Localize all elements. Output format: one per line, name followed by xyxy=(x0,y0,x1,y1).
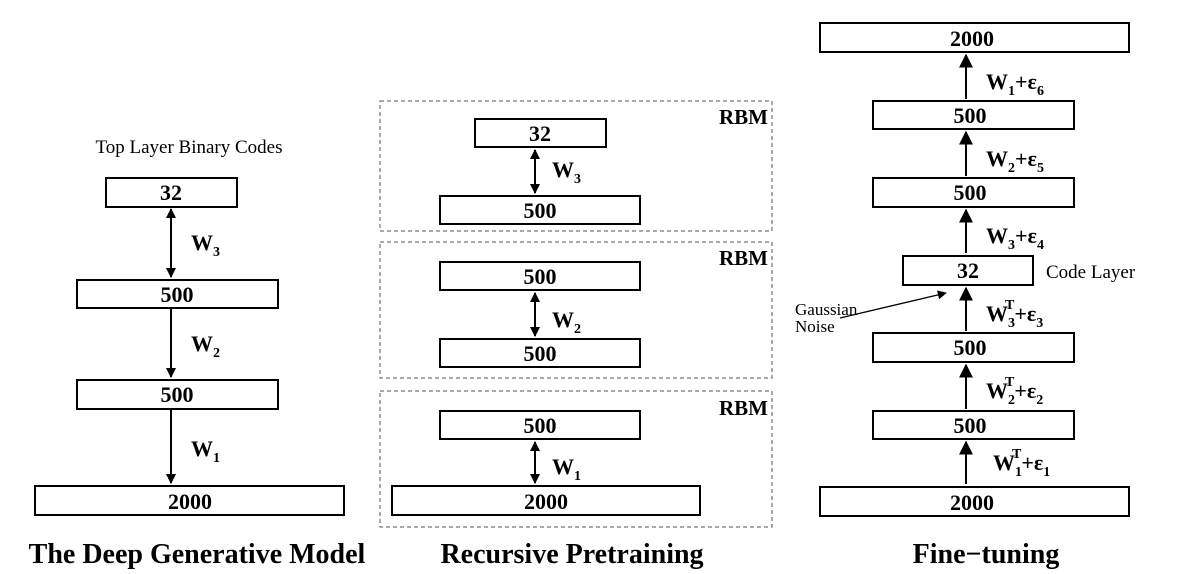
rbm-top: RBM 32 W3 500 xyxy=(379,100,773,232)
gaussian-noise: Gaussian Noise xyxy=(795,290,947,336)
gen-layer-2000: 2000 xyxy=(34,485,345,516)
ft-layer-500-upper: 500 xyxy=(872,177,1075,208)
ft-layer-2000-top-label: 2000 xyxy=(950,26,994,51)
rbm-middle-label: RBM xyxy=(719,246,768,270)
top-layer-label: Top Layer Binary Codes xyxy=(95,137,282,158)
code-layer-label: Code Layer xyxy=(1046,262,1136,283)
gaussian-noise-label-2: Noise xyxy=(795,317,835,336)
gen-layer-32: 32 xyxy=(105,177,238,208)
finetuning-title: Fine−tuning xyxy=(913,539,1060,570)
finetuning-panel: 2000 W1+ε6 500 W2+ε5 500 W3+ε4 32 Code L… xyxy=(795,22,1136,570)
ft-weight-2: W2T+ε2 xyxy=(986,375,1043,408)
pretraining-title: Recursive Pretraining xyxy=(440,539,703,570)
ft-layer-500-bottom: 500 xyxy=(872,410,1075,440)
gen-layer-2000-label: 2000 xyxy=(168,489,212,514)
gen-weight-w2: W2 xyxy=(191,331,220,361)
ft-layer-500-top-label: 500 xyxy=(954,103,987,128)
ft-code-layer-32-label: 32 xyxy=(957,258,979,283)
rbm-top-layer-32: 32 xyxy=(529,121,551,146)
rbm-middle-layer-500-top: 500 xyxy=(524,264,557,289)
rbm-bottom-layer-500: 500 xyxy=(524,413,557,438)
generative-panel: Top Layer Binary Codes 32 W3 500 W2 500 … xyxy=(29,137,366,570)
gen-layer-500-upper: 500 xyxy=(76,279,279,309)
ft-layer-500-upper-label: 500 xyxy=(954,180,987,205)
ft-layer-500-top: 500 xyxy=(872,100,1075,130)
ft-layer-500-bottom-label: 500 xyxy=(954,413,987,438)
rbm-middle-layer-500-bottom: 500 xyxy=(524,341,557,366)
ft-layer-2000-top: 2000 xyxy=(819,22,1130,53)
rbm-top-weight: W3 xyxy=(552,157,581,187)
ft-weight-1: W1T+ε1 xyxy=(993,447,1050,480)
gen-layer-500-lower-label: 500 xyxy=(161,382,194,407)
gen-weight-w3: W3 xyxy=(191,230,220,260)
rbm-top-label: RBM xyxy=(719,105,768,129)
rbm-bottom-layer-2000: 2000 xyxy=(524,489,568,514)
rbm-middle: RBM 500 W2 500 xyxy=(379,241,773,379)
gen-layer-500-lower: 500 xyxy=(76,379,279,410)
ft-weight-6: W1+ε6 xyxy=(986,69,1044,99)
ft-weight-5: W2+ε5 xyxy=(986,146,1044,176)
rbm-bottom-weight: W1 xyxy=(552,454,581,484)
rbm-bottom: RBM 500 W1 2000 xyxy=(379,390,773,528)
rbm-bottom-label: RBM xyxy=(719,396,768,420)
ft-code-layer-32: 32 xyxy=(902,255,1034,286)
ft-layer-500-lower: 500 xyxy=(872,332,1075,363)
pretraining-panel: RBM 32 W3 500 RBM 500 W2 500 RBM 500 W xyxy=(379,100,773,570)
gen-layer-32-label: 32 xyxy=(160,180,182,205)
gen-layer-500-upper-label: 500 xyxy=(161,282,194,307)
gaussian-noise-arrow xyxy=(839,290,947,319)
ft-layer-2000-bottom-label: 2000 xyxy=(950,490,994,515)
rbm-top-layer-500: 500 xyxy=(524,198,557,223)
generative-title: The Deep Generative Model xyxy=(29,539,366,570)
ft-weight-4: W3+ε4 xyxy=(986,223,1044,253)
gaussian-noise-label-1: Gaussian xyxy=(795,300,858,319)
ft-weight-3: W3T+ε3 xyxy=(986,298,1043,331)
ft-layer-500-lower-label: 500 xyxy=(954,335,987,360)
gen-weight-w1: W1 xyxy=(191,436,220,466)
rbm-middle-weight: W2 xyxy=(552,307,581,337)
ft-layer-2000-bottom: 2000 xyxy=(819,486,1130,517)
